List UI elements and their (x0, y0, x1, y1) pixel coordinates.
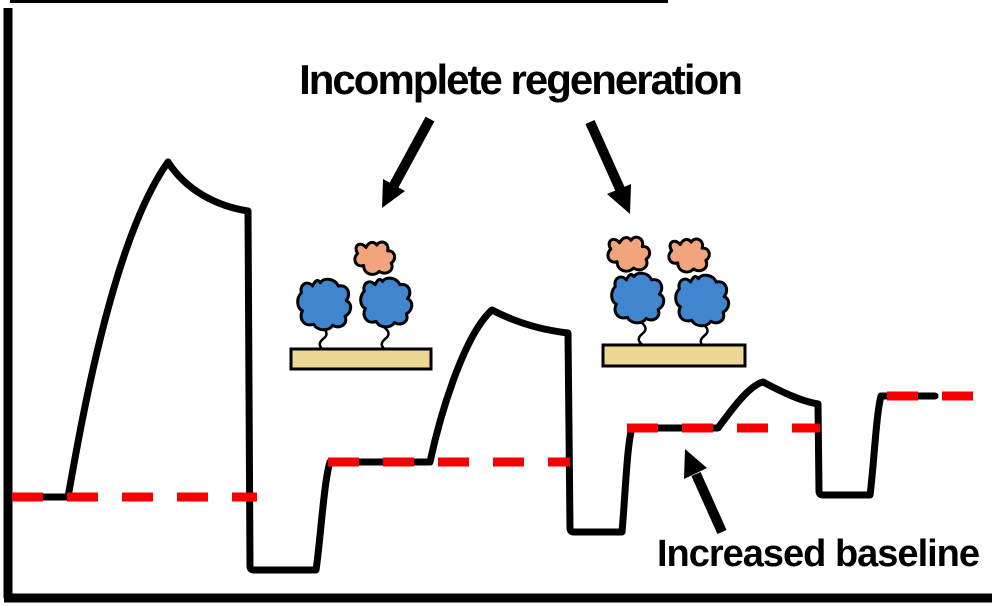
arrow-head-icon (684, 449, 707, 479)
bound-analyte-icon (355, 242, 395, 274)
surface-illustration-right (601, 237, 747, 368)
incomplete-regeneration-arrow-left (382, 116, 435, 208)
immobilized-ligand-icon (676, 275, 729, 326)
tether-squiggle (637, 321, 647, 347)
tether-squiggle (318, 326, 328, 352)
immobilized-ligand-icon (361, 278, 412, 327)
surface-illustration-left (289, 242, 433, 371)
tether-squiggle (380, 326, 390, 352)
sensor-surface (289, 347, 433, 371)
incomplete-regeneration-arrow-right (585, 119, 631, 214)
immobilized-ligand-icon (298, 279, 351, 330)
sensor-surface (601, 343, 747, 368)
increased-baseline-label: Increased baseline (656, 533, 980, 575)
increased-baseline-arrow (684, 449, 727, 535)
arrow-shaft (691, 471, 727, 535)
arrow-shaft (387, 116, 435, 192)
sensorgram-curve (6, 158, 939, 574)
arrow-shaft (585, 119, 625, 192)
incomplete-regeneration-label: Incomplete regeneration (299, 56, 743, 103)
bound-analyte-icon (608, 237, 650, 271)
arrow-head-icon (607, 184, 631, 214)
baseline-dashes (12, 391, 973, 502)
immobilized-ligand-icon (612, 273, 664, 323)
arrow-head-icon (382, 179, 405, 208)
bound-analyte-icon (669, 239, 709, 272)
